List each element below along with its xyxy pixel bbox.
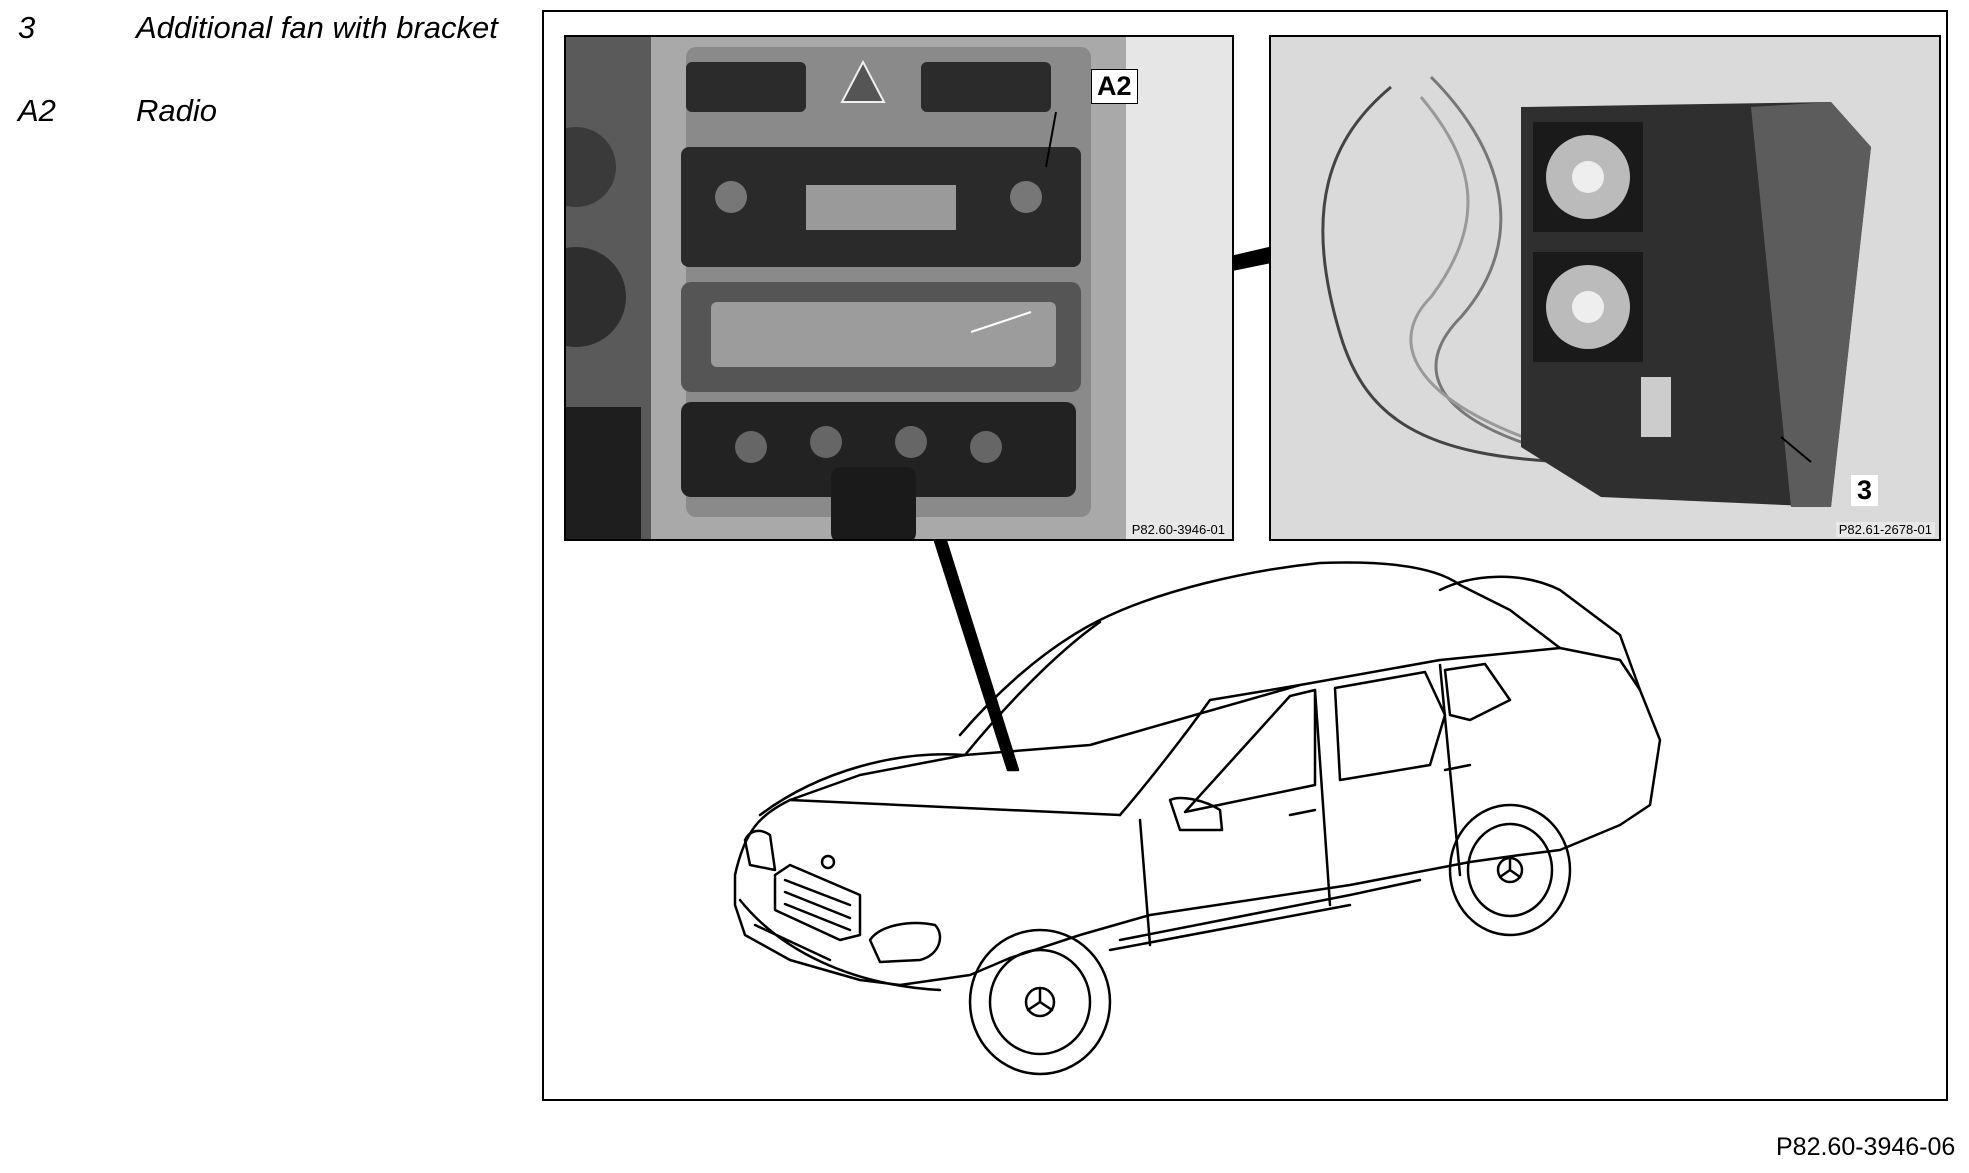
hood-emblem — [820, 854, 836, 870]
fan-photo-inset: 3 P82.61-2678-01 — [1269, 35, 1941, 541]
car-bumper — [738, 898, 942, 992]
car-front-wheel — [968, 928, 1112, 1076]
leader-dash — [933, 539, 1020, 772]
car-windshield — [963, 620, 1302, 817]
legend-number: A2 — [18, 93, 56, 128]
car-headlight-left — [743, 829, 777, 872]
car-mirror — [1168, 796, 1224, 832]
photo-code-fan: P82.61-2678-01 — [1835, 522, 1935, 537]
car-hood-line — [758, 753, 1122, 817]
car-door-handles — [1288, 763, 1472, 817]
car-door-lines — [1138, 663, 1462, 947]
legend-label: Additional fan with bracket — [136, 10, 498, 45]
legend-label: Radio — [136, 93, 217, 128]
callout-fan-label: 3 — [1851, 475, 1879, 506]
car-trunk — [1438, 575, 1642, 692]
figure-code: P82.60-3946-06 — [1776, 1133, 1956, 1161]
car-headlight — [868, 921, 942, 964]
car-grille — [773, 863, 862, 942]
photo-code-dash: P82.60-3946-01 — [1128, 522, 1228, 537]
car-roof — [958, 561, 1562, 737]
legend-number: 3 — [18, 10, 36, 45]
car-windows — [1183, 662, 1512, 814]
radio-photo-inset: A2 P82.60-3946-01 — [564, 35, 1234, 541]
car-rear-wheel — [1448, 803, 1572, 937]
callout-radio-label: A2 — [1091, 69, 1138, 104]
